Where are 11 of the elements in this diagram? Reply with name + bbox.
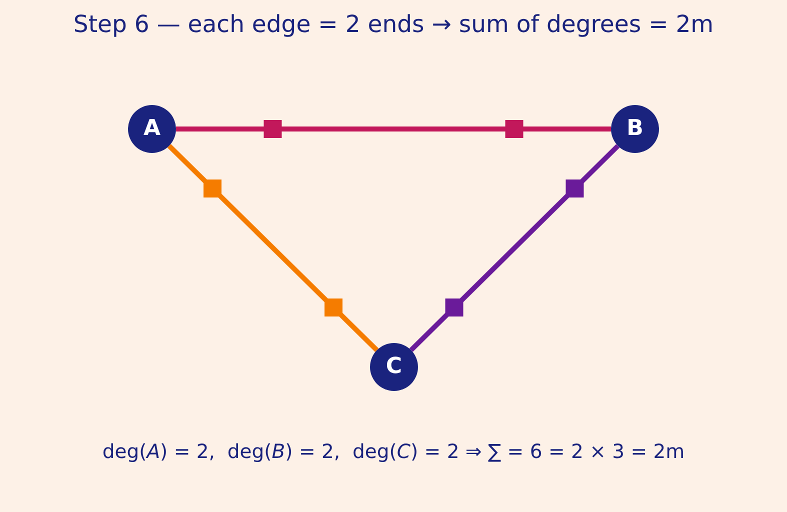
formula-caption: deg(A) = 2, deg(B) = 2, deg(C) = 2 ⇒ ∑ = 6 = 2 × 3 = 2m <box>102 440 685 463</box>
node-label: A <box>143 118 161 140</box>
node-circle <box>370 343 418 391</box>
edge-line <box>176 126 611 132</box>
edge-line <box>409 144 620 352</box>
node-label: C <box>386 356 402 378</box>
edge-line <box>167 144 379 352</box>
node-circle <box>128 105 176 153</box>
node-circle <box>611 105 659 153</box>
title: Step 6 — each edge = 2 ends → sum of degrees = 2m <box>73 10 714 38</box>
node-label: B <box>626 118 644 140</box>
